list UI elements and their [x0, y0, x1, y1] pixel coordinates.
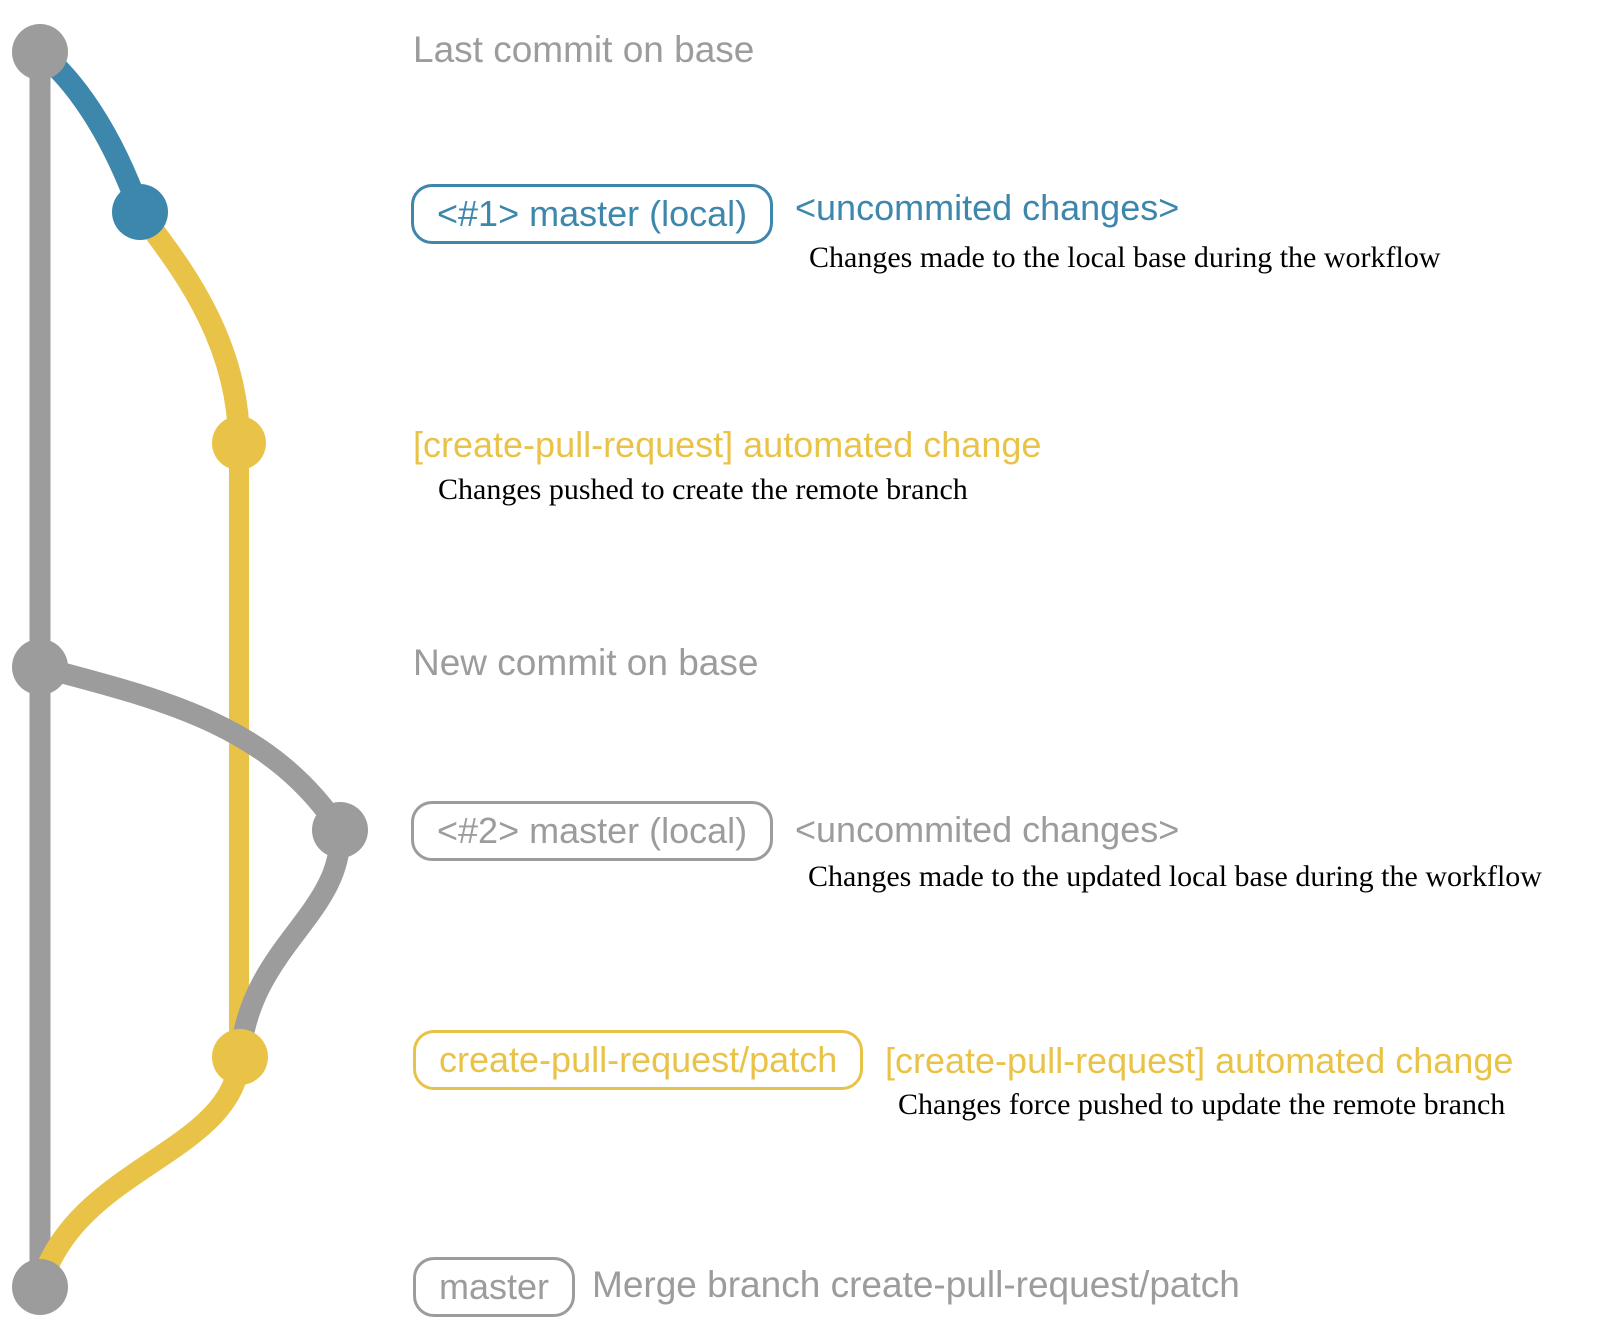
detail-local-changes-2: Changes made to the updated local base d…: [808, 860, 1542, 893]
detail-force-push-update: Changes force pushed to update the remot…: [898, 1088, 1506, 1121]
uncommitted-changes-note-2: <uncommited changes>: [795, 809, 1180, 850]
commit-dot-last-base: [12, 24, 68, 80]
commit-dot-local-master-1: [112, 184, 168, 240]
commit-message-automated-change-2: [create-pull-request] automated change: [885, 1040, 1514, 1081]
branch-badge-master-local-1: <#1> master (local): [411, 184, 774, 244]
local-master-force-push-line: [229, 819, 351, 1068]
new-commit-label: New commit on base: [413, 642, 759, 683]
branch-badge-master: master: [413, 1257, 576, 1317]
local-master-branch-line: [29, 41, 151, 223]
local-master-rebase-line: [29, 656, 351, 841]
last-commit-label: Last commit on base: [413, 29, 755, 70]
commit-dot-new-base: [12, 639, 68, 695]
branch-badge-patch: create-pull-request/patch: [413, 1030, 864, 1090]
commit-dot-local-master-2: [312, 802, 368, 858]
commit-dot-patch-1: [212, 416, 266, 470]
uncommitted-changes-note-1: <uncommited changes>: [795, 187, 1180, 228]
detail-push-create: Changes pushed to create the remote bran…: [438, 473, 968, 506]
branch-badge-master-local-2: <#2> master (local): [411, 801, 774, 861]
commit-message-automated-change-1: [create-pull-request] automated change: [413, 424, 1042, 465]
patch-merge-line: [29, 1046, 251, 1298]
detail-local-changes-1: Changes made to the local base during th…: [809, 241, 1441, 274]
commit-dot-merge: [12, 1259, 68, 1315]
merge-commit-label: Merge branch create-pull-request/patch: [592, 1264, 1240, 1305]
patch-branch-create-line: [129, 201, 250, 454]
commit-dot-patch-2: [212, 1029, 268, 1085]
